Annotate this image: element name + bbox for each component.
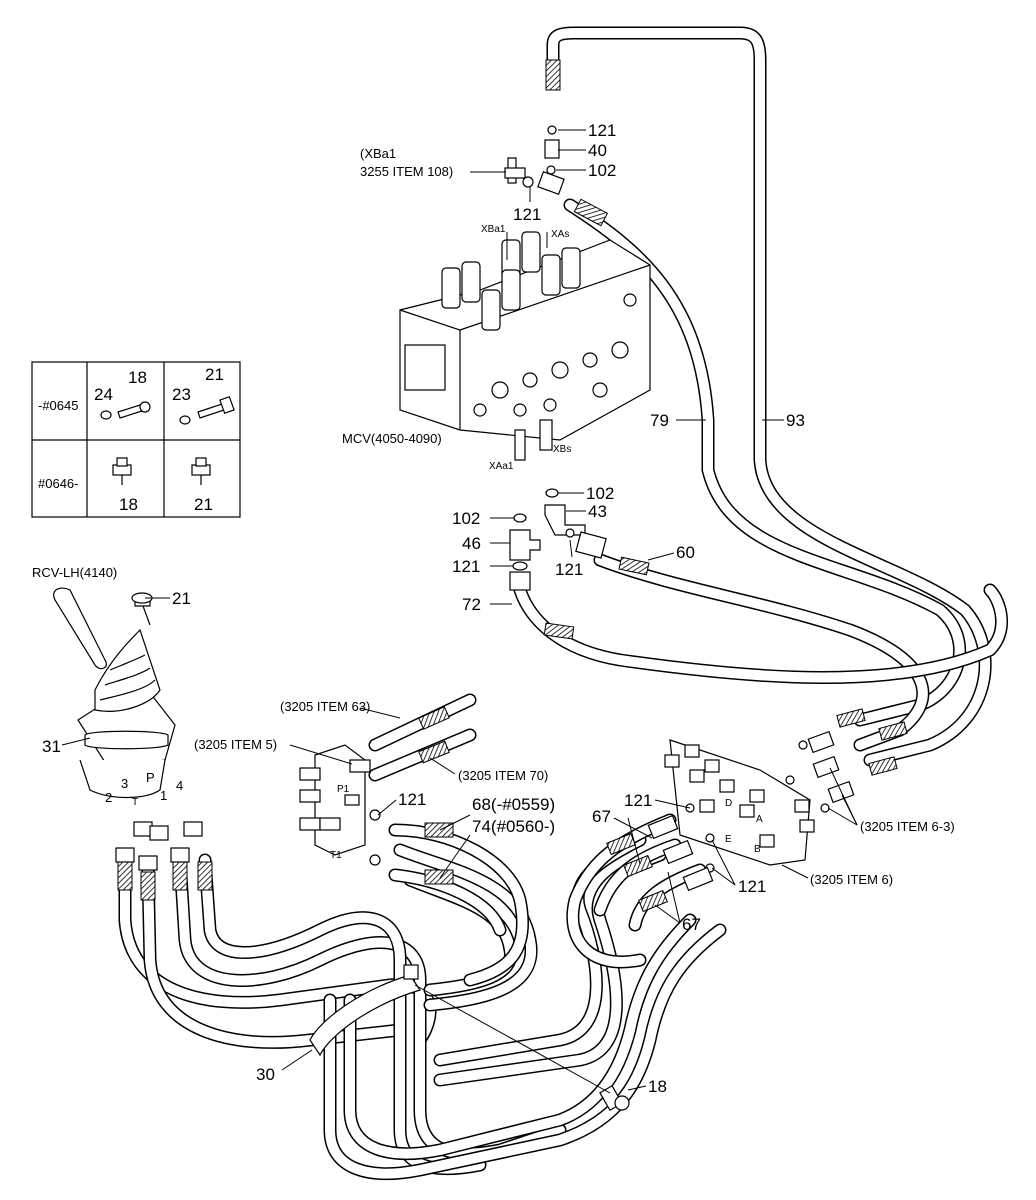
hose-fitting	[545, 59, 561, 91]
hose-fitting	[836, 708, 866, 728]
hose-60	[593, 553, 930, 752]
item63-label: (3205 ITEM 63)	[280, 699, 370, 714]
hose-fitting	[868, 756, 898, 776]
rcv-hose-fittings	[115, 821, 213, 901]
table-row1-label: -#0645	[38, 398, 78, 413]
bolt-21-icon	[197, 395, 235, 419]
bolt-18-icon	[117, 401, 151, 419]
table-r1-18: 18	[128, 368, 147, 387]
item70-label: (3205 ITEM 70)	[458, 768, 548, 783]
callout-74: 74(#0560-)	[472, 817, 555, 836]
callout-21-rcv: 21	[172, 589, 191, 608]
port-d: D	[725, 798, 732, 809]
hose-93	[546, 26, 992, 767]
item5-label: (3205 ITEM 5)	[194, 737, 277, 752]
washer-23-icon	[179, 415, 191, 425]
callout-67-top: 67	[592, 807, 611, 826]
main-control-valve	[399, 231, 651, 461]
table-r2-18: 18	[119, 495, 138, 514]
rcv-joystick	[53, 587, 176, 799]
table-r1-24: 24	[94, 385, 113, 404]
hose-label-1: 1	[160, 788, 167, 803]
callout-60: 60	[676, 543, 695, 562]
pilot-block-hoses	[368, 693, 530, 987]
port-xas: XAs	[551, 229, 569, 240]
port-xba1: XBa1	[481, 224, 506, 235]
lower-hose-bundle	[118, 833, 727, 1181]
bolt-21-new-icon	[191, 457, 211, 485]
shuttle-valve-block	[664, 739, 830, 873]
callout-121-valve: 121	[624, 791, 652, 810]
callout-102-right: 102	[586, 484, 614, 503]
hose-fitting	[573, 198, 609, 227]
port-xaa1: XAa1	[489, 461, 514, 472]
hose-fitting	[878, 721, 908, 741]
hose-79	[563, 198, 967, 727]
callout-93: 93	[786, 411, 805, 430]
callout-18-clamp: 18	[648, 1077, 667, 1096]
callout-121-top: 121	[588, 121, 616, 140]
callout-30: 30	[256, 1065, 275, 1084]
bolt-18-new-icon	[112, 457, 132, 485]
xba1-note-line1: (XBa1	[360, 146, 396, 161]
port-e: E	[725, 834, 732, 845]
callout-72: 72	[462, 595, 481, 614]
callout-31: 31	[42, 737, 61, 756]
hose-label-t: T	[132, 797, 138, 808]
pilot-block-left	[299, 744, 381, 866]
callout-40: 40	[588, 141, 607, 160]
table-row2-label: #0646-	[38, 476, 78, 491]
table-r1-21: 21	[205, 365, 224, 384]
shuttle-valve-hoses	[566, 730, 855, 969]
hose-label-2: 2	[105, 790, 112, 805]
hose-fitting	[618, 556, 650, 576]
mcv-spools	[441, 231, 581, 331]
hose-label-4: 4	[176, 778, 183, 793]
leader-lines	[61, 129, 858, 1094]
hose-fitting	[543, 622, 575, 640]
callout-102-left: 102	[452, 509, 480, 528]
item6-label: (3205 ITEM 6)	[810, 872, 893, 887]
clamp	[309, 964, 421, 1057]
callout-121-low: 121	[738, 877, 766, 896]
callout-67-low: 67	[682, 915, 701, 934]
mcv-label: MCV(4050-4090)	[342, 431, 442, 446]
callout-121-mid: 121	[513, 205, 541, 224]
table-r2-21: 21	[194, 495, 213, 514]
callout-121-right: 121	[555, 560, 583, 579]
port-b: B	[754, 844, 761, 855]
port-a: A	[756, 814, 763, 825]
washer-24-icon	[100, 410, 112, 420]
mcv-top-fittings	[504, 125, 565, 196]
callout-121-left: 121	[452, 557, 480, 576]
serial-number-table	[31, 361, 241, 518]
port-xbs: XBs	[553, 444, 571, 455]
callout-46: 46	[462, 534, 481, 553]
callout-79: 79	[650, 411, 669, 430]
callout-121-block: 121	[398, 790, 426, 809]
port-p1: P1	[337, 784, 350, 795]
item6-3-label: (3205 ITEM 6-3)	[860, 819, 955, 834]
hose-label-3: 3	[121, 776, 128, 791]
callout-68: 68(-#0559)	[472, 795, 555, 814]
callout-102-top: 102	[588, 161, 616, 180]
callout-43: 43	[588, 502, 607, 521]
hose-label-p: P	[146, 770, 155, 785]
table-r1-23: 23	[172, 385, 191, 404]
port-t1: T1	[330, 850, 342, 861]
hose-72	[513, 583, 1009, 684]
xba1-note-line2: 3255 ITEM 108)	[360, 164, 453, 179]
bolt-18-clamp	[599, 1085, 630, 1111]
rcv-label: RCV-LH(4140)	[32, 565, 117, 580]
